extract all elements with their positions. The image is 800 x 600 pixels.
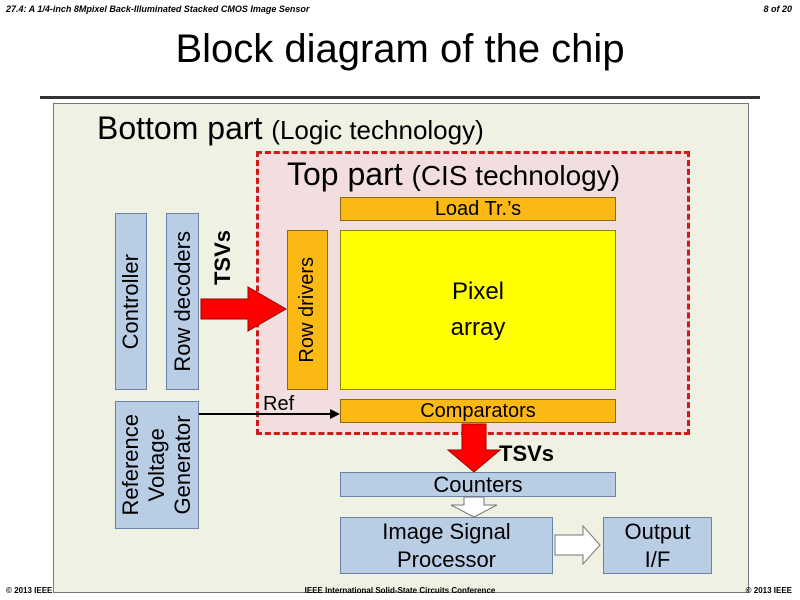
header-left: 27.4: A 1/4-inch 8Mpixel Back-Illuminate… <box>6 4 310 14</box>
pixel-array-block: Pixel array <box>340 230 616 390</box>
comparators-block: Comparators <box>340 399 616 423</box>
footer-left: © 2013 IEEE <box>6 586 53 595</box>
load-transistors-label: Load Tr.’s <box>434 197 522 220</box>
pixel-array-label-line2: array <box>450 314 506 341</box>
image-signal-processor-block: Image Signal Processor <box>340 517 553 574</box>
counters-label: Counters <box>433 471 523 497</box>
top-part-heading: Top part (CIS technology) <box>287 156 620 193</box>
reference-voltage-generator-block: Reference Voltage Generator <box>115 401 199 529</box>
bottom-part-label: Bottom part <box>97 110 263 146</box>
top-part-tech: (CIS technology) <box>411 160 621 191</box>
bottom-part-heading: Bottom part (Logic technology) <box>97 110 484 147</box>
footer-center: IEEE International Solid-State Circuits … <box>304 586 496 595</box>
header-page-number: 8 of 20 <box>763 4 792 14</box>
tsv-arrow-horizontal <box>200 286 287 332</box>
load-transistors-block: Load Tr.’s <box>340 197 616 221</box>
output-label-line1: Output <box>624 518 691 544</box>
controller-block: Controller <box>115 213 147 390</box>
tsv-arrow-vertical <box>446 423 502 473</box>
tsvs-label-left: TSVs <box>210 230 235 286</box>
footer-right: © 2013 IEEE <box>745 586 792 595</box>
isp-label-line2: Processor <box>396 546 497 572</box>
isp-label-line1: Image Signal <box>382 518 511 544</box>
tsvs-label-bottom: TSVs <box>499 441 555 466</box>
counters-to-isp-arrow <box>450 496 498 518</box>
comparators-label: Comparators <box>420 399 536 422</box>
isp-to-output-arrow <box>554 524 601 566</box>
output-if-block: Output I/F <box>603 517 712 574</box>
top-part-label: Top part <box>287 156 403 192</box>
output-label-line2: I/F <box>644 546 671 572</box>
pixel-array-label-line1: Pixel <box>451 278 505 305</box>
ref-arrowhead <box>330 409 340 419</box>
row-drivers-block: Row drivers <box>287 230 328 390</box>
title-divider <box>40 96 760 99</box>
row-decoders-block: Row decoders <box>166 213 199 390</box>
bottom-part-tech: (Logic technology) <box>271 115 484 145</box>
ref-label: Ref <box>263 393 295 415</box>
slide-title: Block diagram of the chip <box>175 27 625 71</box>
